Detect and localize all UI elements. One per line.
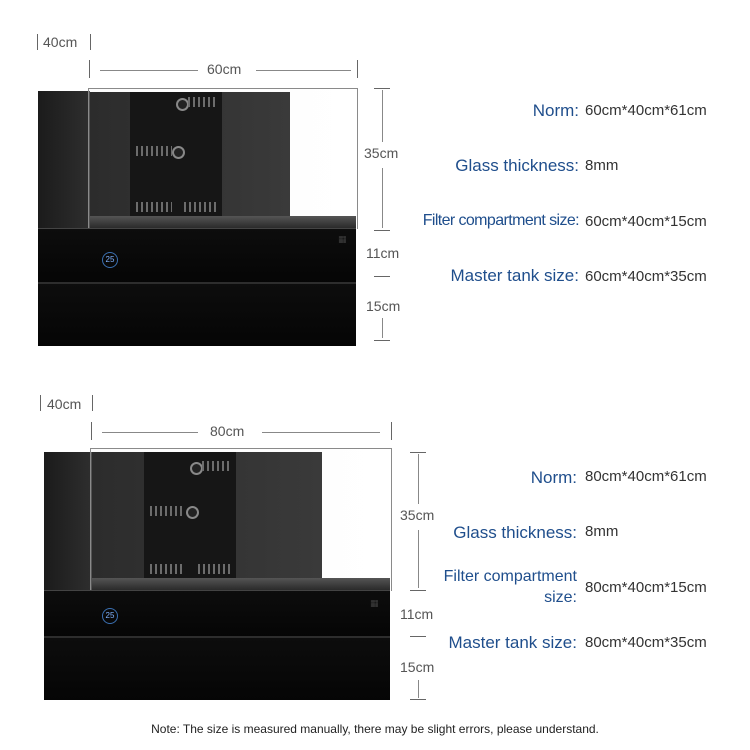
spec-label-glass: Glass thickness: [455,156,579,175]
width-tick-left [91,422,92,440]
height-line-mid [382,168,383,228]
height-base-label: 15cm [400,659,435,675]
height-tick-top [410,452,426,453]
width-line-right [256,70,351,71]
depth-label: 40cm [47,396,82,412]
spec-label-glass: Glass thickness: [453,523,577,542]
height-tick-lower [374,276,390,277]
height-line-bottom [418,680,419,698]
brand-mark: ▦ [338,234,347,244]
depth-tick-left [37,34,38,50]
height-line-top [418,454,419,504]
height-tick-lower [410,636,426,637]
depth-tick-left [40,395,41,411]
spec-label-master: Master tank size: [448,633,578,652]
height-tick-bottom [410,699,426,700]
height-line-mid [418,530,419,588]
width-line-left [102,432,198,433]
spec-value-glass: 8mm [585,157,619,174]
width-label: 60cm [207,61,242,77]
temperature-display: 25 [102,608,118,624]
height-line-bottom [382,318,383,338]
spec-label-norm: Norm: [532,101,579,120]
width-line-right [262,432,380,433]
spec-label-norm: Norm: [530,468,577,487]
spec-value-master: 80cm*40cm*35cm [585,634,707,651]
width-line-left [100,70,198,71]
width-tick-left [89,60,90,78]
depth-label: 40cm [43,34,78,50]
spec-label-filter: Filter compartment size: [443,568,577,606]
spec-value-filter: 80cm*40cm*15cm [585,579,707,596]
brand-mark: ▦ [370,598,379,608]
aquarium-illustration: 25 ▦ [38,88,360,350]
height-tick-mid [374,230,390,231]
height-filter-label: 11cm [366,245,400,261]
depth-tick-right [90,34,91,50]
spec-label-filter: Filter compartment size: [422,212,580,229]
width-tick-right [391,422,392,440]
spec-value-norm: 60cm*40cm*61cm [585,102,707,119]
height-line-top [382,90,383,142]
height-main-label: 35cm [364,145,399,161]
width-tick-right [357,60,358,78]
spec-value-glass: 8mm [585,523,619,540]
height-tick-top [374,88,390,89]
spec-value-norm: 80cm*40cm*61cm [585,468,707,485]
height-tick-mid [410,590,426,591]
temperature-display: 25 [102,252,118,268]
height-base-label: 15cm [366,298,401,314]
height-tick-bottom [374,340,390,341]
depth-tick-right [92,395,93,411]
width-label: 80cm [210,423,245,439]
height-main-label: 35cm [400,507,435,523]
spec-value-filter: 60cm*40cm*15cm [585,213,707,230]
disclaimer-note: Note: The size is measured manually, the… [151,722,599,736]
aquarium-illustration: 25 ▦ [44,448,394,702]
spec-value-master: 60cm*40cm*35cm [585,268,707,285]
spec-label-master: Master tank size: [450,266,580,285]
height-filter-label: 11cm [400,606,434,622]
